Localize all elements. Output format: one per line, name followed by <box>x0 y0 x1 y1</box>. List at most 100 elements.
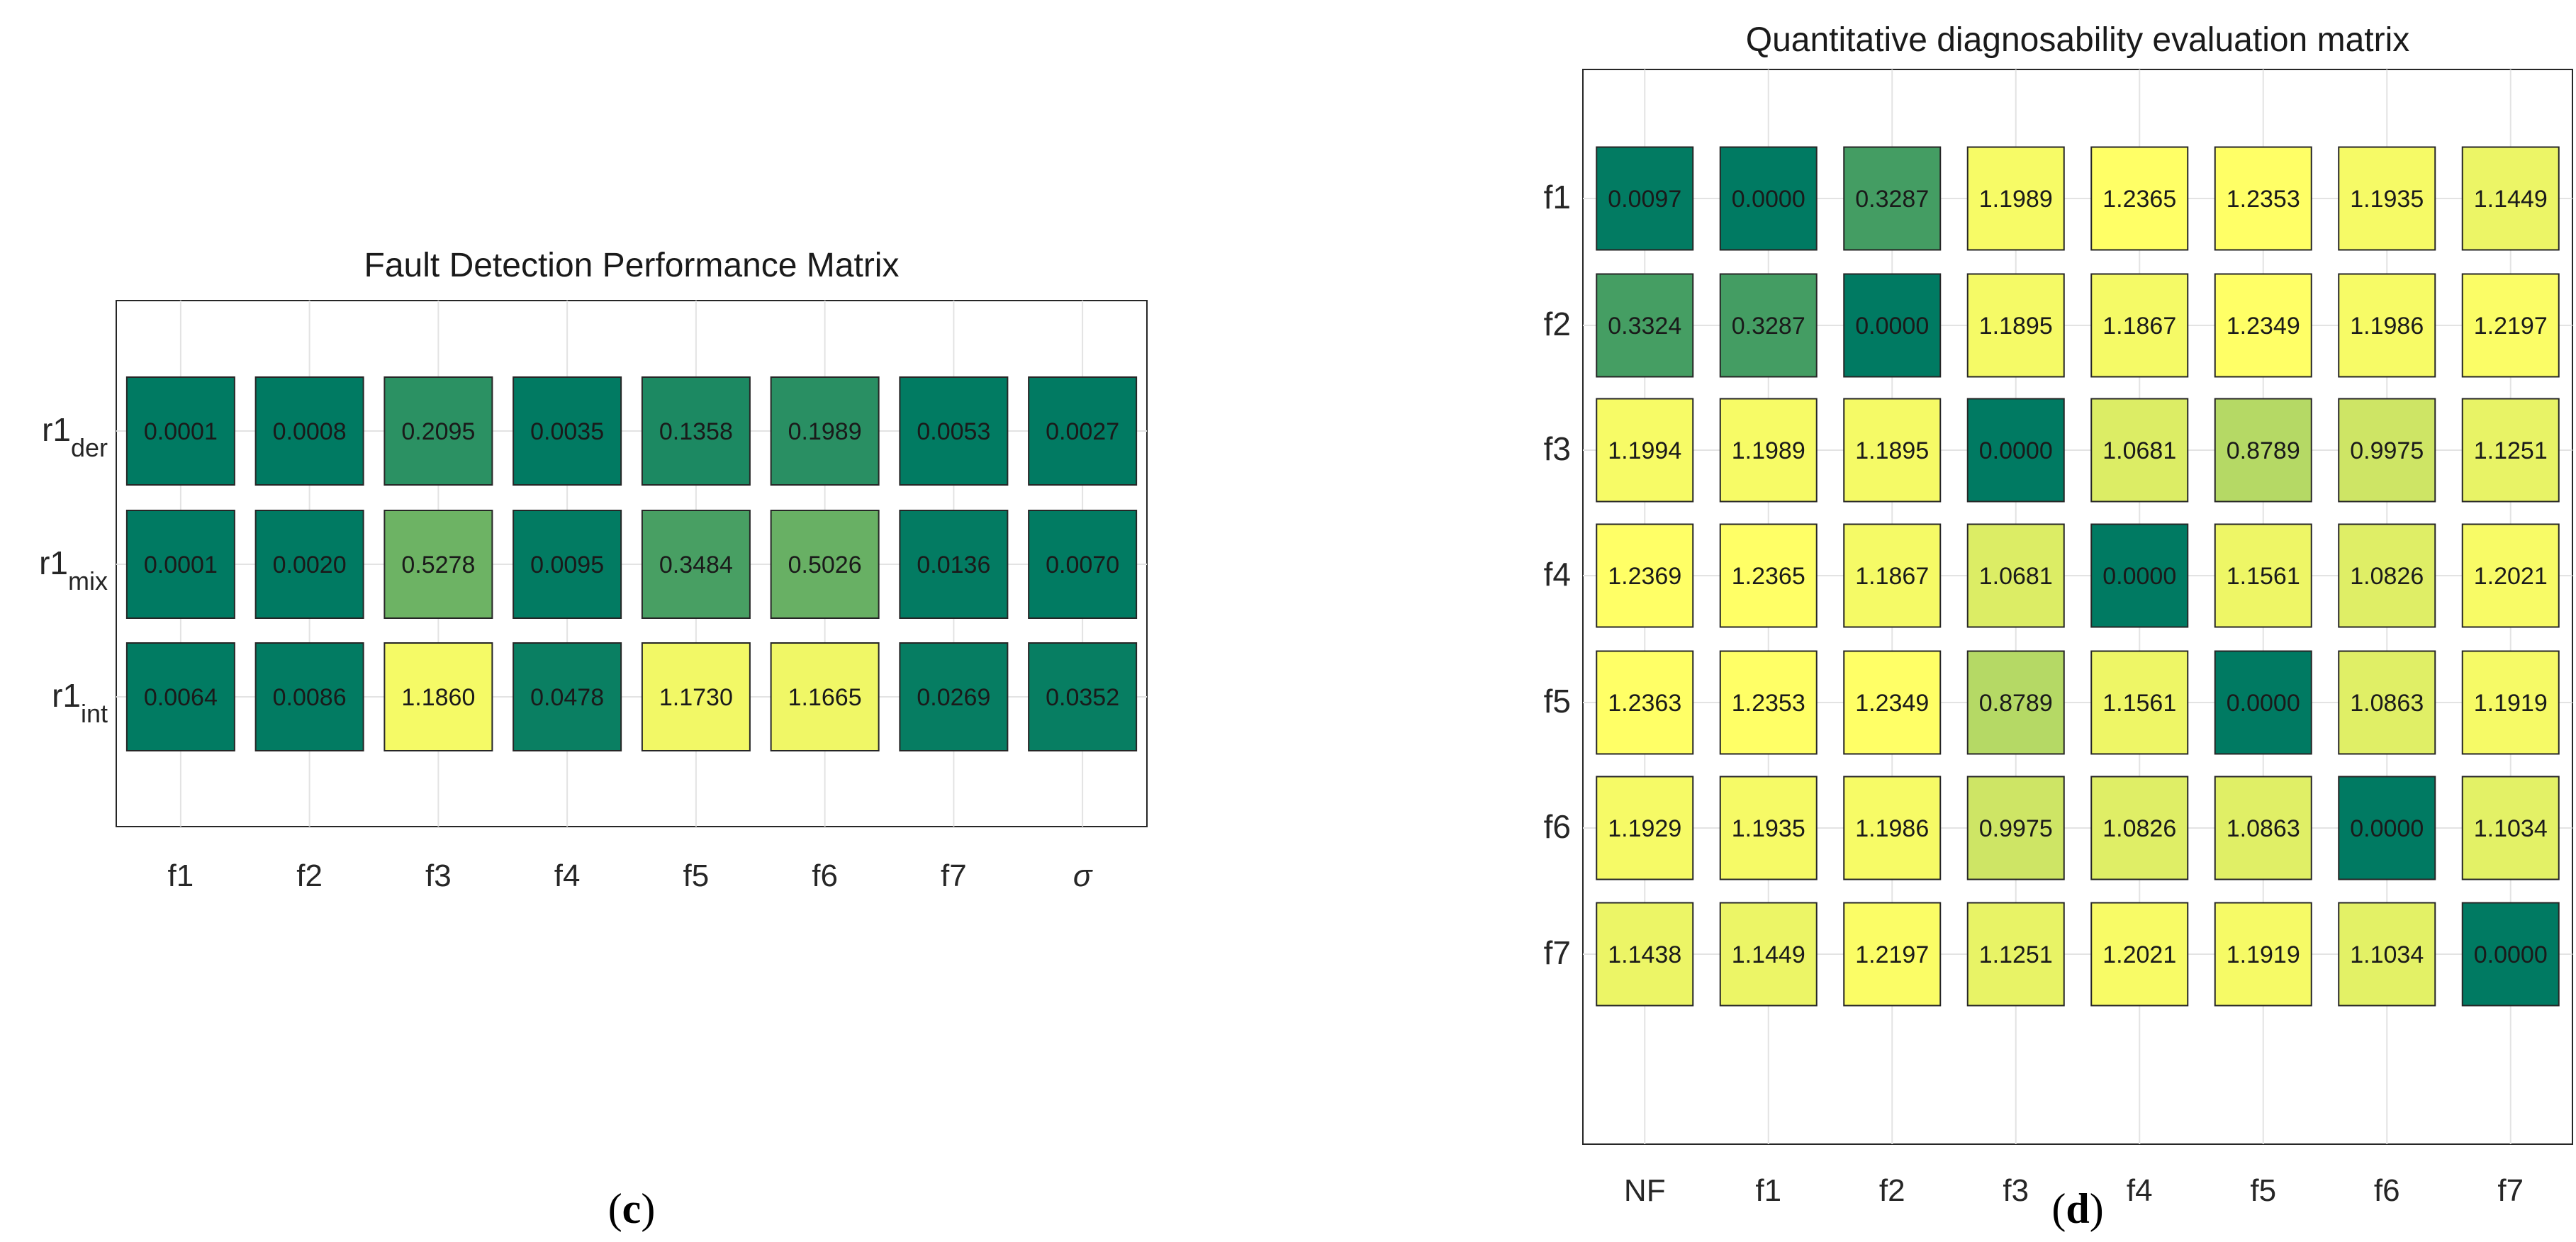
heatmap-cell <box>1843 273 1942 378</box>
heatmap-cell <box>2214 650 2312 755</box>
heatmap-cell <box>2461 776 2560 880</box>
heatmap-cell <box>899 642 1009 751</box>
heatmap-cell <box>125 510 235 619</box>
cell-value-label: 1.1665 <box>788 684 862 711</box>
cell-value-label: 1.1867 <box>1855 563 1929 590</box>
x-tick-label: f6 <box>2374 1173 2400 1208</box>
cell-value-label: 0.0000 <box>1855 313 1929 340</box>
cell-value-label: 1.2349 <box>2227 313 2300 340</box>
heatmap-cell <box>2090 902 2189 1007</box>
heatmap-cell <box>1843 146 1942 251</box>
heatmap-cell <box>2338 146 2436 251</box>
cell-value-label: 1.2365 <box>2102 186 2176 213</box>
heatmap-cell <box>1596 650 1694 755</box>
heatmap-cell <box>770 376 880 486</box>
y-tick-label: f5 <box>1544 683 1571 720</box>
heatmap-cell <box>1028 642 1138 751</box>
y-tick-base: f4 <box>1544 556 1571 593</box>
heatmap-cell <box>2214 523 2312 628</box>
x-tick-label: f2 <box>296 858 323 893</box>
cell-value-label: 1.1034 <box>2474 815 2548 842</box>
heatmap-cell <box>1596 398 1694 503</box>
heatmap-cell <box>1843 650 1942 755</box>
cell-value-label: 1.1251 <box>2474 437 2548 464</box>
cell-value-label: 1.1860 <box>401 684 475 711</box>
cell-value-label: 1.1895 <box>1855 437 1929 464</box>
heatmap-cell <box>125 376 235 486</box>
cell-value-label: 1.2363 <box>1608 690 1681 717</box>
heatmap-cell <box>1596 146 1694 251</box>
x-tick-label: f4 <box>2127 1173 2153 1208</box>
heatmap-cell <box>1596 902 1694 1007</box>
x-tick-label: f5 <box>683 858 710 893</box>
heatmap-cell <box>1719 146 1818 251</box>
cell-value-label: 0.0001 <box>144 552 218 578</box>
cell-value-label: 0.0352 <box>1046 684 1119 711</box>
y-tick-base: r1 <box>42 411 71 448</box>
cell-value-label: 1.0863 <box>2350 690 2424 717</box>
cell-value-label: 0.0000 <box>2350 815 2424 842</box>
heatmap-cell <box>1719 776 1818 880</box>
cell-value-label: 0.1989 <box>788 418 862 445</box>
y-tick-subscript: int <box>81 699 108 728</box>
heatmap-cell <box>2338 902 2436 1007</box>
y-tick-label: r1mix <box>39 544 108 595</box>
heatmap-cell <box>1719 273 1818 378</box>
cell-value-label: 0.5026 <box>788 552 862 578</box>
cell-value-label: 0.0269 <box>917 684 990 711</box>
heatmap-cell <box>2461 398 2560 503</box>
cell-value-label: 0.0478 <box>530 684 604 711</box>
x-tick-label: f1 <box>168 858 194 893</box>
heatmap-cell <box>1966 776 2065 880</box>
cell-value-label: 1.0826 <box>2350 563 2424 590</box>
cell-value-label: 1.2365 <box>1732 563 1805 590</box>
cell-value-label: 0.0000 <box>1732 186 1805 213</box>
heatmap-cell <box>1719 398 1818 503</box>
y-tick-label: f3 <box>1544 430 1571 467</box>
cell-value-label: 1.1989 <box>1732 437 1805 464</box>
heatmap-cell <box>1966 523 2065 628</box>
cell-value-label: 0.9975 <box>1979 815 2053 842</box>
heatmap-cell <box>125 642 235 751</box>
heatmap-cell <box>1719 523 1818 628</box>
cell-value-label: 1.1919 <box>2227 941 2300 968</box>
chart-title: Quantitative diagnosability evaluation m… <box>1746 21 2410 59</box>
heatmap-cell <box>641 376 751 486</box>
y-tick-base: f5 <box>1544 683 1571 720</box>
cell-value-label: 1.1867 <box>2102 313 2176 340</box>
x-tick-label: f3 <box>425 858 452 893</box>
heatmap-cell <box>2090 650 2189 755</box>
heatmap-cell <box>641 510 751 619</box>
heatmap-cell <box>1843 902 1942 1007</box>
heatmap-cell <box>254 510 364 619</box>
cell-value-label: 1.1919 <box>2474 690 2548 717</box>
heatmap-cell <box>2090 776 2189 880</box>
cell-value-label: 0.0136 <box>917 552 990 578</box>
cell-value-label: 0.0000 <box>2474 941 2548 968</box>
cell-value-label: 1.1895 <box>1979 313 2053 340</box>
cell-value-label: 0.9975 <box>2350 437 2424 464</box>
panel-label-letter: d <box>2066 1185 2089 1232</box>
heatmap-cell <box>1596 523 1694 628</box>
heatmap-cell <box>1966 650 2065 755</box>
cell-value-label: 0.3287 <box>1732 313 1805 340</box>
y-tick-subscript: mix <box>68 566 108 595</box>
heatmap-cell <box>2214 902 2312 1007</box>
x-tick-label: σ <box>1073 858 1093 893</box>
heatmap-cell <box>2090 273 2189 378</box>
heatmap-cell <box>641 642 751 751</box>
cell-value-label: 1.1929 <box>1608 815 1681 842</box>
heatmap-cell <box>1966 146 2065 251</box>
y-tick-base: f3 <box>1544 430 1571 467</box>
cell-value-label: 1.2021 <box>2474 563 2548 590</box>
cell-value-label: 1.2353 <box>2227 186 2300 213</box>
cell-value-label: 0.0064 <box>144 684 218 711</box>
panel-label-paren: ( <box>608 1185 622 1232</box>
heatmap-cell <box>2338 650 2436 755</box>
y-tick-label: f2 <box>1544 306 1571 342</box>
heatmap-cell <box>2214 398 2312 503</box>
cell-value-label: 0.0086 <box>273 684 347 711</box>
x-tick-label: f5 <box>2250 1173 2276 1208</box>
cell-value-label: 0.0095 <box>530 552 604 578</box>
